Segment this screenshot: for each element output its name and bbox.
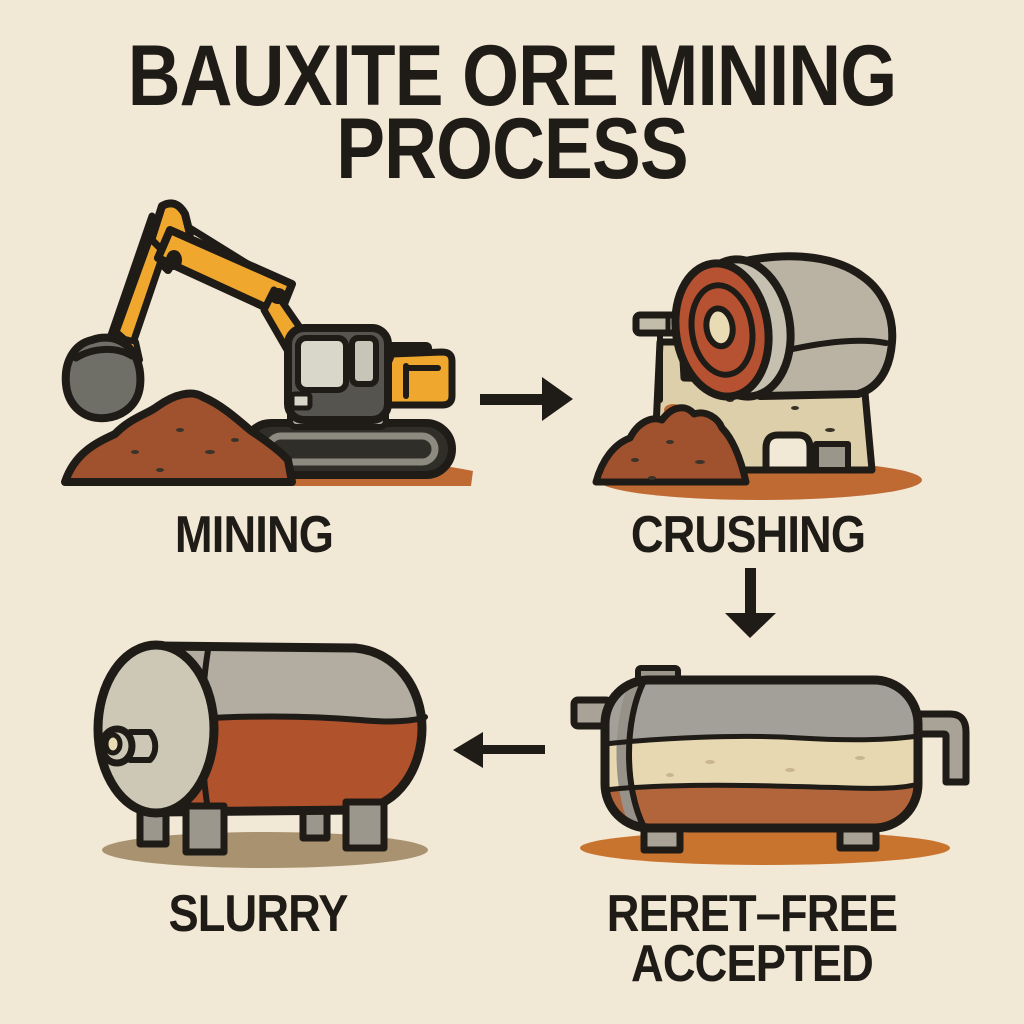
stage-label-accepted: RERET–FREE ACCEPTED xyxy=(606,885,898,993)
arrow-right-icon xyxy=(480,377,573,421)
arrow-left-icon xyxy=(453,732,545,768)
stage-label-accepted-line-1: RERET–FREE xyxy=(606,885,898,943)
page-title: BAUXITE ORE MINING PROCESS xyxy=(77,28,947,197)
stage-label-accepted-line-2: ACCEPTED xyxy=(631,935,874,993)
title-line-1: BAUXITE ORE MINING xyxy=(127,28,897,124)
slurry-tank-icon xyxy=(93,640,428,868)
stage-label-crushing: CRUSHING xyxy=(630,506,866,564)
crusher-icon xyxy=(592,252,922,500)
title-line-2: PROCESS xyxy=(336,101,688,197)
arrow-down-icon xyxy=(725,568,776,638)
settling-tank-icon xyxy=(570,665,970,865)
stage-label-slurry: SLURRY xyxy=(168,885,348,943)
stage-label-mining: MINING xyxy=(174,506,334,564)
excavator-icon xyxy=(61,199,473,486)
